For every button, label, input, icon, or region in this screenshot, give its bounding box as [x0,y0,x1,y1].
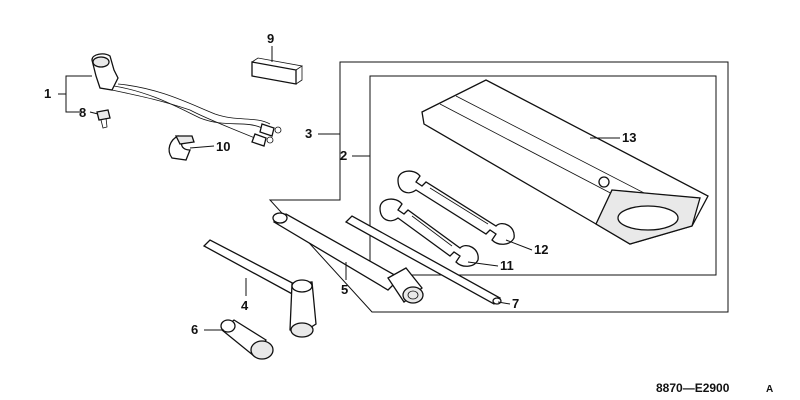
callout-4: 4 [241,298,249,313]
callout-5: 5 [341,282,348,297]
part-5-box-spanner [272,212,424,304]
part-1-connector-cable [91,53,282,147]
drawing-code: 8870—E2900 [656,381,730,395]
callout-7: 7 [512,296,519,311]
callout-3: 3 [305,126,312,141]
callout-11: 11 [500,258,514,273]
callout-9: 9 [267,31,274,46]
callout-1: 1 [44,86,51,101]
callout-13: 13 [622,130,636,145]
callout-10: 10 [216,139,230,154]
leader-lines [58,46,620,331]
part-10-clip [168,135,195,161]
part-13-tool-pouch [421,79,709,245]
part-12-wrench [397,170,515,245]
callout-6: 6 [191,322,198,337]
drawing-code-suffix: A [766,384,773,395]
part-8-screw [96,109,111,129]
part-4-plug-wrench [202,239,317,338]
part-9-key-bar [251,57,304,85]
assembly-outline-2 [369,75,717,276]
callout-8: 8 [79,105,86,120]
assembly-outline-3 [268,61,729,313]
callout-2: 2 [340,148,347,163]
part-11-wrench [379,198,479,267]
callout-12: 12 [534,242,548,257]
part-6-socket [220,319,274,360]
